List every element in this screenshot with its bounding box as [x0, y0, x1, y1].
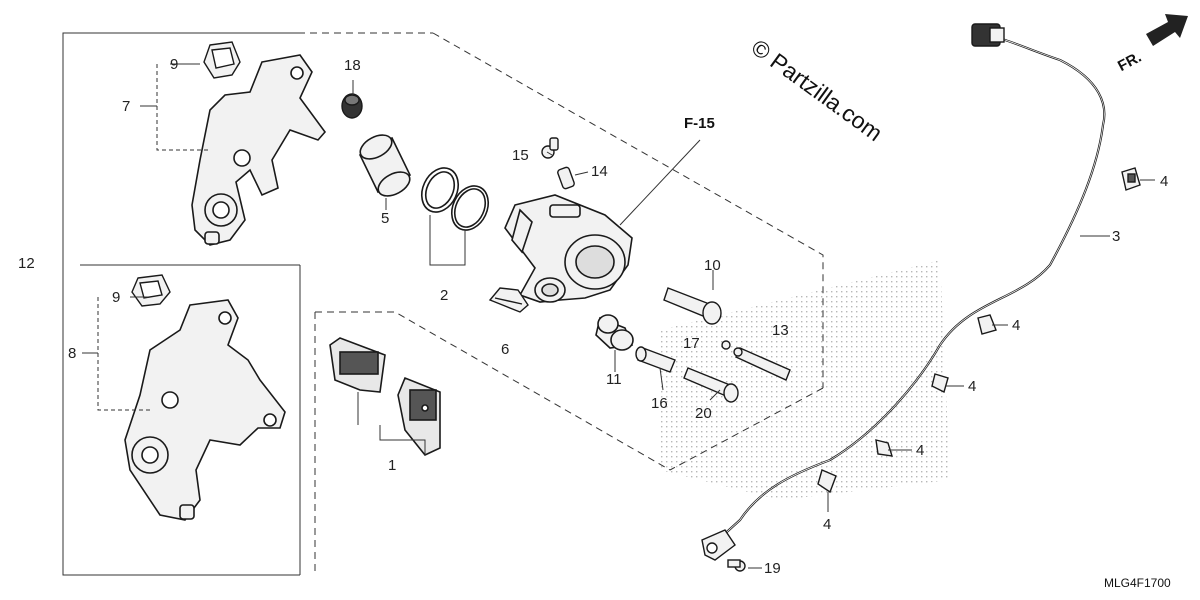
abs-connector: [971, 23, 1005, 47]
brake-pads: [329, 337, 441, 456]
piston-seals: [420, 167, 490, 231]
pin-boot: [595, 314, 634, 351]
bleeder-valve: [541, 137, 575, 190]
front-direction-arrow: [1146, 14, 1188, 46]
callout-20: 20: [695, 405, 712, 422]
bleeder-cap: [341, 93, 363, 119]
callout-4: 4: [916, 442, 925, 459]
callout-10: 10: [704, 257, 721, 274]
caliper-body: [504, 194, 633, 303]
callout-3: 3: [1112, 228, 1121, 245]
callout-1: 1: [388, 457, 397, 474]
callout-6: 6: [501, 341, 510, 358]
caliper-piston: [358, 134, 412, 197]
pin-sleeve: [635, 346, 676, 373]
leader-lines: [82, 63, 1155, 569]
callout-15: 15: [512, 147, 529, 164]
callout-13: 13: [772, 322, 789, 339]
pad-spring: [488, 287, 529, 313]
callout-17: 17: [683, 335, 700, 352]
diagram-code: MLG4F1700: [1104, 576, 1171, 590]
callout-7: 7: [122, 98, 131, 115]
callout-4: 4: [823, 516, 832, 533]
caliper-bracket-lower: [124, 299, 286, 521]
reference-f15: F-15: [684, 115, 715, 132]
sensor-screw: [727, 559, 746, 572]
caliper-bolt: [683, 367, 739, 403]
assembly-outline: [62, 32, 824, 576]
pad-spring-clips: [131, 41, 241, 307]
callout-9: 9: [170, 56, 179, 73]
callout-12: 12: [18, 255, 35, 272]
callout-8: 8: [68, 345, 77, 362]
callout-18: 18: [344, 57, 361, 74]
caliper-bracket-upper: [191, 54, 327, 246]
slide-pin: [663, 287, 722, 325]
callout-16: 16: [651, 395, 668, 412]
callout-5: 5: [381, 210, 390, 227]
callout-11: 11: [606, 371, 622, 388]
callout-2: 2: [440, 287, 449, 304]
callout-4: 4: [968, 378, 977, 395]
callout-14: 14: [591, 163, 608, 180]
wire-clamps: [817, 167, 1141, 494]
abs-sensor-head: [701, 529, 736, 561]
callout-4: 4: [1012, 317, 1021, 334]
callout-9: 9: [112, 289, 121, 306]
callout-4: 4: [1160, 173, 1169, 190]
callout-19: 19: [764, 560, 781, 577]
small-parts: [721, 340, 791, 381]
abs-sensor-wire: [717, 30, 1106, 541]
